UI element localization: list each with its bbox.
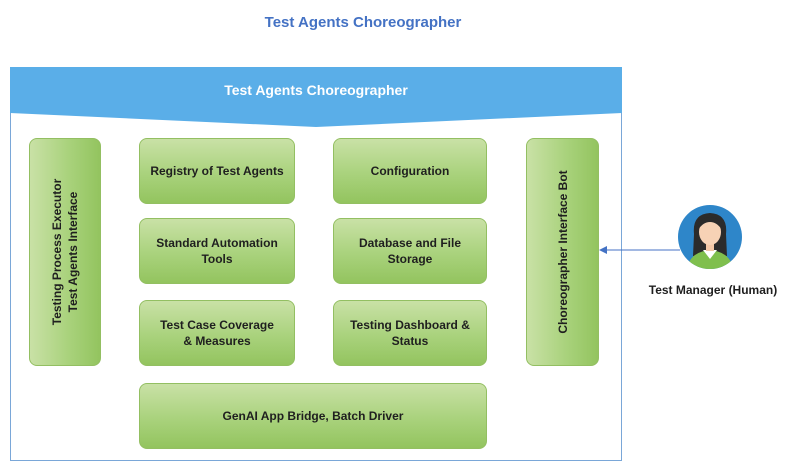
- standard-automation-tools-box[interactable]: Standard Automation Tools: [139, 218, 295, 284]
- database-line-1: Database and File: [358, 236, 462, 250]
- registry-line-1: Registry of Test Agents: [150, 164, 284, 178]
- automation-line-1: Standard Automation: [156, 236, 278, 250]
- dashboard-line-2: Status: [391, 334, 429, 348]
- testing-dashboard-box[interactable]: Testing Dashboard & Status: [333, 300, 487, 366]
- choreographer-interface-bot-bar[interactable]: Choreographer Interface Bot: [526, 138, 599, 366]
- banner-shape: [10, 67, 622, 127]
- configuration-line-1: Configuration: [370, 164, 450, 178]
- choreographer-interface-bot-label: Choreographer Interface Bot: [555, 170, 570, 334]
- testing-process-executor-label: Testing Process Executor Test Agents Int…: [49, 179, 81, 326]
- left-bar-line-2: Test Agents Interface: [66, 191, 80, 313]
- genai-app-bridge-box[interactable]: GenAI App Bridge, Batch Driver: [139, 383, 487, 449]
- testing-process-executor-bar[interactable]: Testing Process Executor Test Agents Int…: [29, 138, 101, 366]
- automation-line-2: Tools: [201, 252, 233, 266]
- genai-line-1: GenAI App Bridge, Batch Driver: [222, 409, 404, 423]
- test-manager-label: Test Manager (Human): [648, 283, 778, 297]
- woman-avatar-icon: [678, 205, 742, 269]
- coverage-line-1: Test Case Coverage: [160, 318, 274, 332]
- configuration-box[interactable]: Configuration: [333, 138, 487, 204]
- database-and-file-storage-box[interactable]: Database and File Storage: [333, 218, 487, 284]
- coverage-line-2: & Measures: [183, 334, 251, 348]
- database-line-2: Storage: [387, 252, 433, 266]
- page-title: Test Agents Choreographer: [264, 14, 462, 31]
- registry-of-test-agents-box[interactable]: Registry of Test Agents: [139, 138, 295, 204]
- arrow-icon: [599, 246, 680, 254]
- dashboard-line-1: Testing Dashboard &: [350, 318, 470, 332]
- banner-title: Test Agents Choreographer: [224, 82, 408, 98]
- left-bar-line-1: Testing Process Executor: [50, 178, 64, 326]
- test-case-coverage-box[interactable]: Test Case Coverage & Measures: [139, 300, 295, 366]
